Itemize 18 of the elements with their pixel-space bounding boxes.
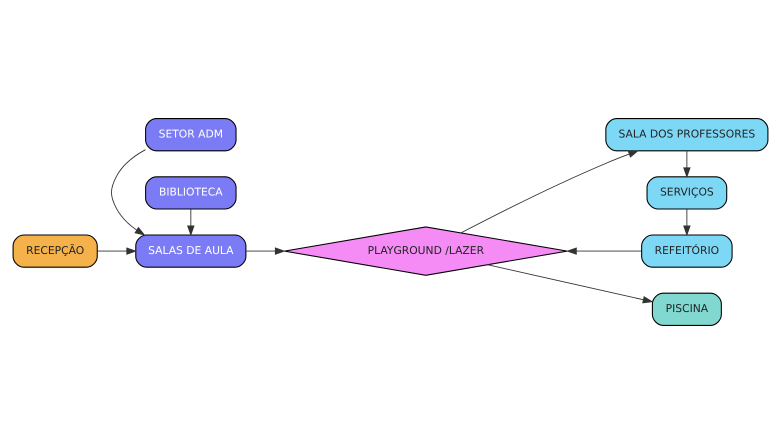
node-box: RECEPÇÃO [12, 234, 98, 268]
node-box: SERVIÇOS [646, 176, 728, 210]
arrow [111, 148, 146, 236]
node-box: PISCINA [652, 292, 722, 326]
arrow [683, 150, 691, 178]
node-box: REFEITÓRIO [641, 234, 733, 268]
node-box: BIBLIOTECA [145, 176, 237, 210]
node-box: SALAS DE AULA [135, 234, 246, 268]
arrow [487, 264, 654, 303]
arrow [566, 246, 642, 254]
arrow [460, 150, 640, 233]
node-diamond: PLAYGROUND /LAZER [284, 226, 568, 276]
arrow [683, 208, 691, 236]
arrow [187, 208, 195, 236]
node-box: SETOR ADM [145, 118, 237, 151]
arrow [246, 246, 286, 254]
node-box: SALA DOS PROFESSORES [605, 118, 768, 151]
arrow [96, 246, 138, 254]
